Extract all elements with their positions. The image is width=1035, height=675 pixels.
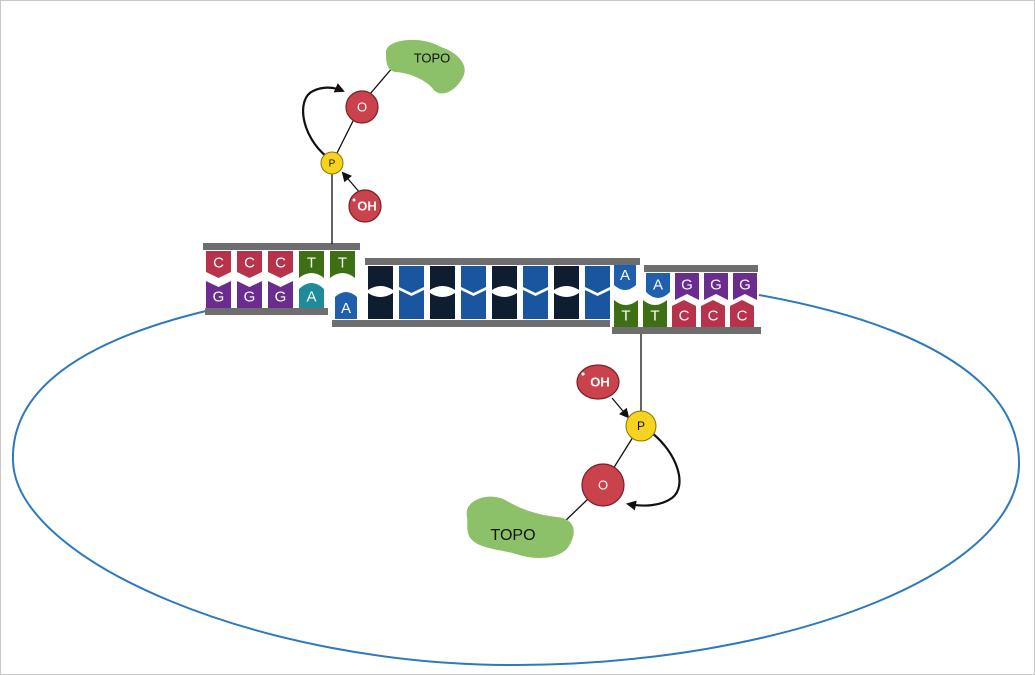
top-topo-label: TOPO: [414, 50, 451, 65]
left-top-base-3: T: [299, 251, 324, 278]
left-bottom-base-3: A: [299, 283, 324, 308]
right-bottom-base-1: T: [643, 300, 667, 327]
bottom-transfer-arrow: [626, 432, 681, 511]
insert-right-a-label: A: [620, 267, 630, 284]
insert-base-pairs: [368, 266, 610, 319]
right-bottom-base-0-label: T: [621, 307, 630, 324]
top-phosphate-label: P: [329, 159, 336, 170]
insert-base-pair-3: [461, 266, 486, 319]
bottom-hydroxyl-label: OH: [590, 374, 610, 389]
bottom-p-o-bond: [612, 436, 634, 470]
left-bottom-base-2-label: G: [275, 288, 287, 305]
bottom-phosphate-atom: P: [625, 410, 657, 442]
insert-base-pair-5: [523, 266, 548, 319]
right-bottom-base-2: C: [672, 300, 696, 327]
left-top-backbone: [203, 243, 360, 250]
right-bottom-base-1-label: T: [650, 307, 659, 324]
insert-base-pair-4: [492, 266, 517, 319]
right-bottom-base-4-label: C: [737, 307, 748, 324]
right-bottom-base-2-label: C: [679, 307, 690, 324]
right-bottom-base-0: T: [614, 300, 638, 327]
left-bottom-base-0-label: G: [213, 288, 225, 305]
left-top-base-1-label: C: [244, 254, 255, 271]
bottom-phosphate-label: P: [637, 419, 645, 433]
left-bottom-base-1-label: G: [244, 288, 256, 305]
insert-right-a-overhang: A: [614, 265, 636, 290]
left-top-base-3-label: T: [307, 254, 316, 271]
insert-base-pair-6: [554, 266, 579, 319]
left-bottom-base-3-label: A: [306, 288, 316, 305]
left-bottom-backbone: [205, 308, 328, 315]
left-top-base-0: C: [206, 251, 231, 278]
right-bottom-base-3: C: [701, 300, 725, 327]
top-oxygen-label: O: [357, 99, 367, 114]
right-top-base-1-label: G: [681, 276, 693, 293]
insert-bottom-backbone: [332, 320, 610, 327]
left-top-base-4-label: T: [338, 254, 347, 271]
top-hydroxyl-label: OH: [357, 198, 377, 213]
bottom-topo-enzyme: TOPO: [466, 496, 574, 558]
bottom-o-topo-bond: [562, 498, 589, 524]
top-transfer-arrow: [301, 83, 345, 158]
top-p-o-bond: [336, 118, 355, 154]
insert-base-pair-1: [399, 266, 424, 319]
top-phosphate-atom: P: [320, 151, 344, 175]
right-bottom-base-3-label: C: [708, 307, 719, 324]
insert-base-pair-7: [585, 266, 610, 319]
right-top-base-2: G: [704, 273, 728, 300]
bottom-topo-label: TOPO: [490, 527, 535, 544]
right-top-base-0: A: [646, 273, 670, 298]
left-bottom-base-0: G: [206, 281, 231, 308]
insert-base-pair-2: [430, 266, 455, 319]
top-oxygen-atom: O: [345, 90, 379, 124]
left-top-base-4: T: [330, 251, 355, 278]
insert-top-backbone: [365, 258, 640, 265]
bottom-hydroxyl-group: OH: [576, 364, 620, 400]
top-topo-enzyme: TOPO: [386, 39, 465, 94]
plasmid-vector-ring: [11, 294, 1021, 667]
right-top-base-1: G: [675, 273, 699, 300]
right-top-base-0-label: A: [653, 276, 663, 293]
top-hydroxyl-group: OH: [348, 189, 382, 223]
left-top-base-1: C: [237, 251, 262, 278]
right-top-backbone: [644, 265, 758, 272]
bottom-oh-arrow: [611, 397, 630, 419]
bottom-oxygen-label: O: [598, 477, 608, 492]
left-top-base-0-label: C: [213, 254, 224, 271]
left-top-base-2-label: C: [275, 254, 286, 271]
right-top-base-2-label: G: [710, 276, 722, 293]
bottom-oxygen-atom: O: [581, 463, 625, 507]
left-bottom-base-1: G: [237, 281, 262, 308]
right-bottom-base-4: C: [730, 300, 754, 327]
top-oh-arrow: [341, 171, 362, 195]
insert-left-a-overhang: A: [335, 292, 357, 319]
top-o-topo-bond: [369, 66, 394, 95]
right-top-base-3-label: G: [739, 276, 751, 293]
left-bottom-base-2: G: [268, 281, 293, 308]
left-top-base-2: C: [268, 251, 293, 278]
insert-base-pair-0: [368, 266, 393, 319]
insert-left-a-label: A: [341, 300, 351, 317]
right-bottom-backbone: [612, 327, 761, 334]
right-top-base-3: G: [733, 273, 757, 300]
